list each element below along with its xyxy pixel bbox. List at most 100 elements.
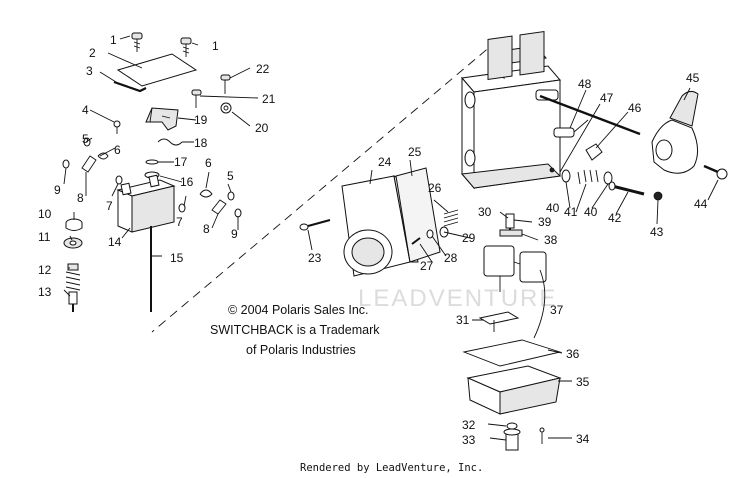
part-spring-41 xyxy=(577,169,599,185)
callout-21: 21 xyxy=(262,92,276,106)
callout-9a: 9 xyxy=(54,183,61,197)
callout-38: 38 xyxy=(544,233,558,247)
callout-37: 37 xyxy=(550,303,564,317)
part-jet-38 xyxy=(499,229,523,237)
callout-30: 30 xyxy=(478,205,492,219)
part-ring-9a xyxy=(62,159,70,169)
callout-5a: 5 xyxy=(82,132,89,146)
part-cap-46 xyxy=(585,143,603,161)
callout-40b: 40 xyxy=(584,205,598,219)
part-housing-45 xyxy=(651,90,699,174)
callout-19: 19 xyxy=(194,113,208,127)
part-washer-40a xyxy=(561,169,571,183)
part-screw-34 xyxy=(539,427,545,444)
callout-16: 16 xyxy=(180,175,194,189)
part-link-8b xyxy=(211,199,227,215)
part-oring-32 xyxy=(506,422,518,430)
part-drain-33 xyxy=(503,428,521,451)
part-carburetor-body xyxy=(461,30,562,190)
watermark: LEADVENTURE xyxy=(358,285,557,312)
part-screw-23 xyxy=(299,219,331,231)
callout-45: 45 xyxy=(686,71,700,85)
callout-7a: 7 xyxy=(106,199,113,213)
part-clip-6b xyxy=(199,189,213,198)
part-ball xyxy=(549,167,555,173)
part-gasket-36 xyxy=(462,339,562,367)
callout-34: 34 xyxy=(576,432,590,446)
part-seal-3 xyxy=(113,80,147,93)
callout-5b: 5 xyxy=(227,169,234,183)
callout-8b: 8 xyxy=(203,222,210,236)
part-pin-27 xyxy=(411,237,421,245)
callout-20: 20 xyxy=(255,121,269,135)
callout-32: 32 xyxy=(462,418,476,432)
callout-43: 43 xyxy=(650,225,664,239)
part-needle-valve-31 xyxy=(478,311,520,332)
part-ring-9b xyxy=(234,208,242,218)
part-nut-11 xyxy=(63,237,83,249)
part-clip-6a xyxy=(97,152,109,160)
part-fitting-48 xyxy=(553,119,589,138)
callout-9b: 9 xyxy=(231,227,238,241)
callout-35: 35 xyxy=(576,375,590,389)
trademark-text-line1: SWITCHBACK is a Trademark xyxy=(210,323,380,337)
part-float-bowl-35 xyxy=(466,365,562,415)
part-spring-26 xyxy=(443,209,459,227)
callout-1b: 1 xyxy=(212,39,219,53)
part-nut-10 xyxy=(65,218,83,231)
part-spring-12 xyxy=(65,263,81,291)
callout-41: 41 xyxy=(564,205,578,219)
callout-47: 47 xyxy=(600,91,614,105)
part-screw-1b xyxy=(180,37,192,57)
part-ring-7b xyxy=(178,203,186,213)
callout-39: 39 xyxy=(538,215,552,229)
callout-8a: 8 xyxy=(77,191,84,205)
callout-13: 13 xyxy=(38,285,52,299)
callout-29: 29 xyxy=(462,231,476,245)
callout-27: 27 xyxy=(420,259,434,273)
copyright-text: © 2004 Polaris Sales Inc. xyxy=(228,303,369,317)
footer-credit: Rendered by LeadVenture, Inc. xyxy=(300,462,483,474)
part-rod-47 xyxy=(539,94,641,136)
part-screw-4 xyxy=(113,120,121,134)
callout-15: 15 xyxy=(170,251,184,265)
callout-22: 22 xyxy=(256,62,270,76)
part-bracket-19 xyxy=(145,107,179,131)
part-shaft-42 xyxy=(608,181,645,196)
part-screw-1a xyxy=(131,32,143,52)
part-gasket-25 xyxy=(395,167,441,263)
callout-labels: 1 1 2 3 4 5 6 7 8 9 10 11 12 13 14 15 16… xyxy=(38,33,708,447)
part-plug-43 xyxy=(653,191,663,201)
callout-3: 3 xyxy=(86,64,93,78)
dashed-separator xyxy=(151,39,499,333)
trademark-text-line2: of Polaris Industries xyxy=(246,343,356,357)
part-washer-28 xyxy=(426,229,434,239)
callout-44: 44 xyxy=(694,197,708,211)
part-screw-21 xyxy=(191,89,202,108)
callout-28: 28 xyxy=(444,251,458,265)
part-screw-22 xyxy=(220,74,231,94)
part-washer-17 xyxy=(145,159,159,165)
part-float-37 xyxy=(483,245,547,292)
callout-2: 2 xyxy=(89,46,96,60)
part-ring-7a xyxy=(115,175,123,185)
callout-12: 12 xyxy=(38,263,52,277)
callout-42: 42 xyxy=(608,211,622,225)
callout-7b: 7 xyxy=(176,215,183,229)
callout-4: 4 xyxy=(82,103,89,117)
callout-1a: 1 xyxy=(110,33,117,47)
callout-6a: 6 xyxy=(114,143,121,157)
callout-33: 33 xyxy=(462,433,476,447)
callout-18: 18 xyxy=(194,136,208,150)
callout-11: 11 xyxy=(38,230,51,244)
callout-17: 17 xyxy=(174,155,188,169)
bracket-37 xyxy=(533,269,546,339)
callout-23: 23 xyxy=(308,251,322,265)
part-ring-5b xyxy=(227,191,235,201)
callout-31: 31 xyxy=(456,313,470,327)
part-link-8a xyxy=(81,155,97,173)
part-nut-20 xyxy=(220,102,232,114)
part-screw-44 xyxy=(703,164,728,180)
